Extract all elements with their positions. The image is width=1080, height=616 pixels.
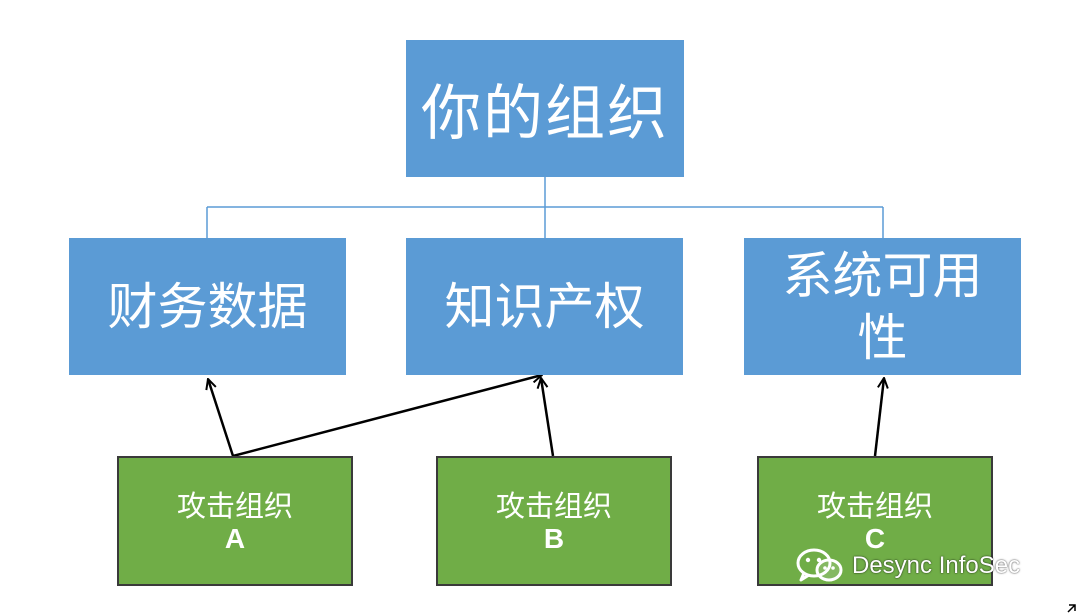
mouse-cursor-icon	[1067, 604, 1076, 613]
attacker-node-letter: B	[543, 523, 565, 554]
asset-node-label: 知识产权	[444, 277, 645, 336]
attacker-node-label: 攻击组织	[816, 489, 933, 523]
attacker-node-a: 攻击组织 A	[117, 456, 353, 586]
attacker-node-label: 攻击组织	[495, 489, 612, 523]
arrow-attacker-c-to-asset-3	[873, 378, 884, 457]
arrow-attacker-b-to-asset-2	[541, 378, 555, 457]
asset-node-system-availability: 系统可用性	[744, 238, 1021, 375]
root-node: 你的组织	[406, 40, 684, 177]
asset-node-financial-data: 财务数据	[69, 238, 346, 375]
asset-node-label: 财务数据	[107, 277, 308, 336]
asset-node-label: 系统可用性	[782, 246, 983, 367]
attacker-node-letter: A	[224, 523, 246, 554]
arrow-attacker-a-to-asset-2	[232, 375, 542, 458]
arrow-attacker-a-to-asset-1	[208, 379, 235, 457]
root-node-label: 你的组织	[421, 79, 669, 149]
wechat-icon	[796, 548, 843, 582]
watermark-text: Desync InfoSec	[852, 552, 1021, 579]
attacker-node-label: 攻击组织	[176, 489, 293, 523]
asset-node-intellectual-property: 知识产权	[406, 238, 683, 375]
attacker-node-letter: C	[864, 523, 886, 554]
attacker-node-c: 攻击组织 C	[757, 456, 993, 586]
attacker-node-b: 攻击组织 B	[436, 456, 672, 586]
watermark: Desync InfoSec	[796, 546, 1020, 586]
